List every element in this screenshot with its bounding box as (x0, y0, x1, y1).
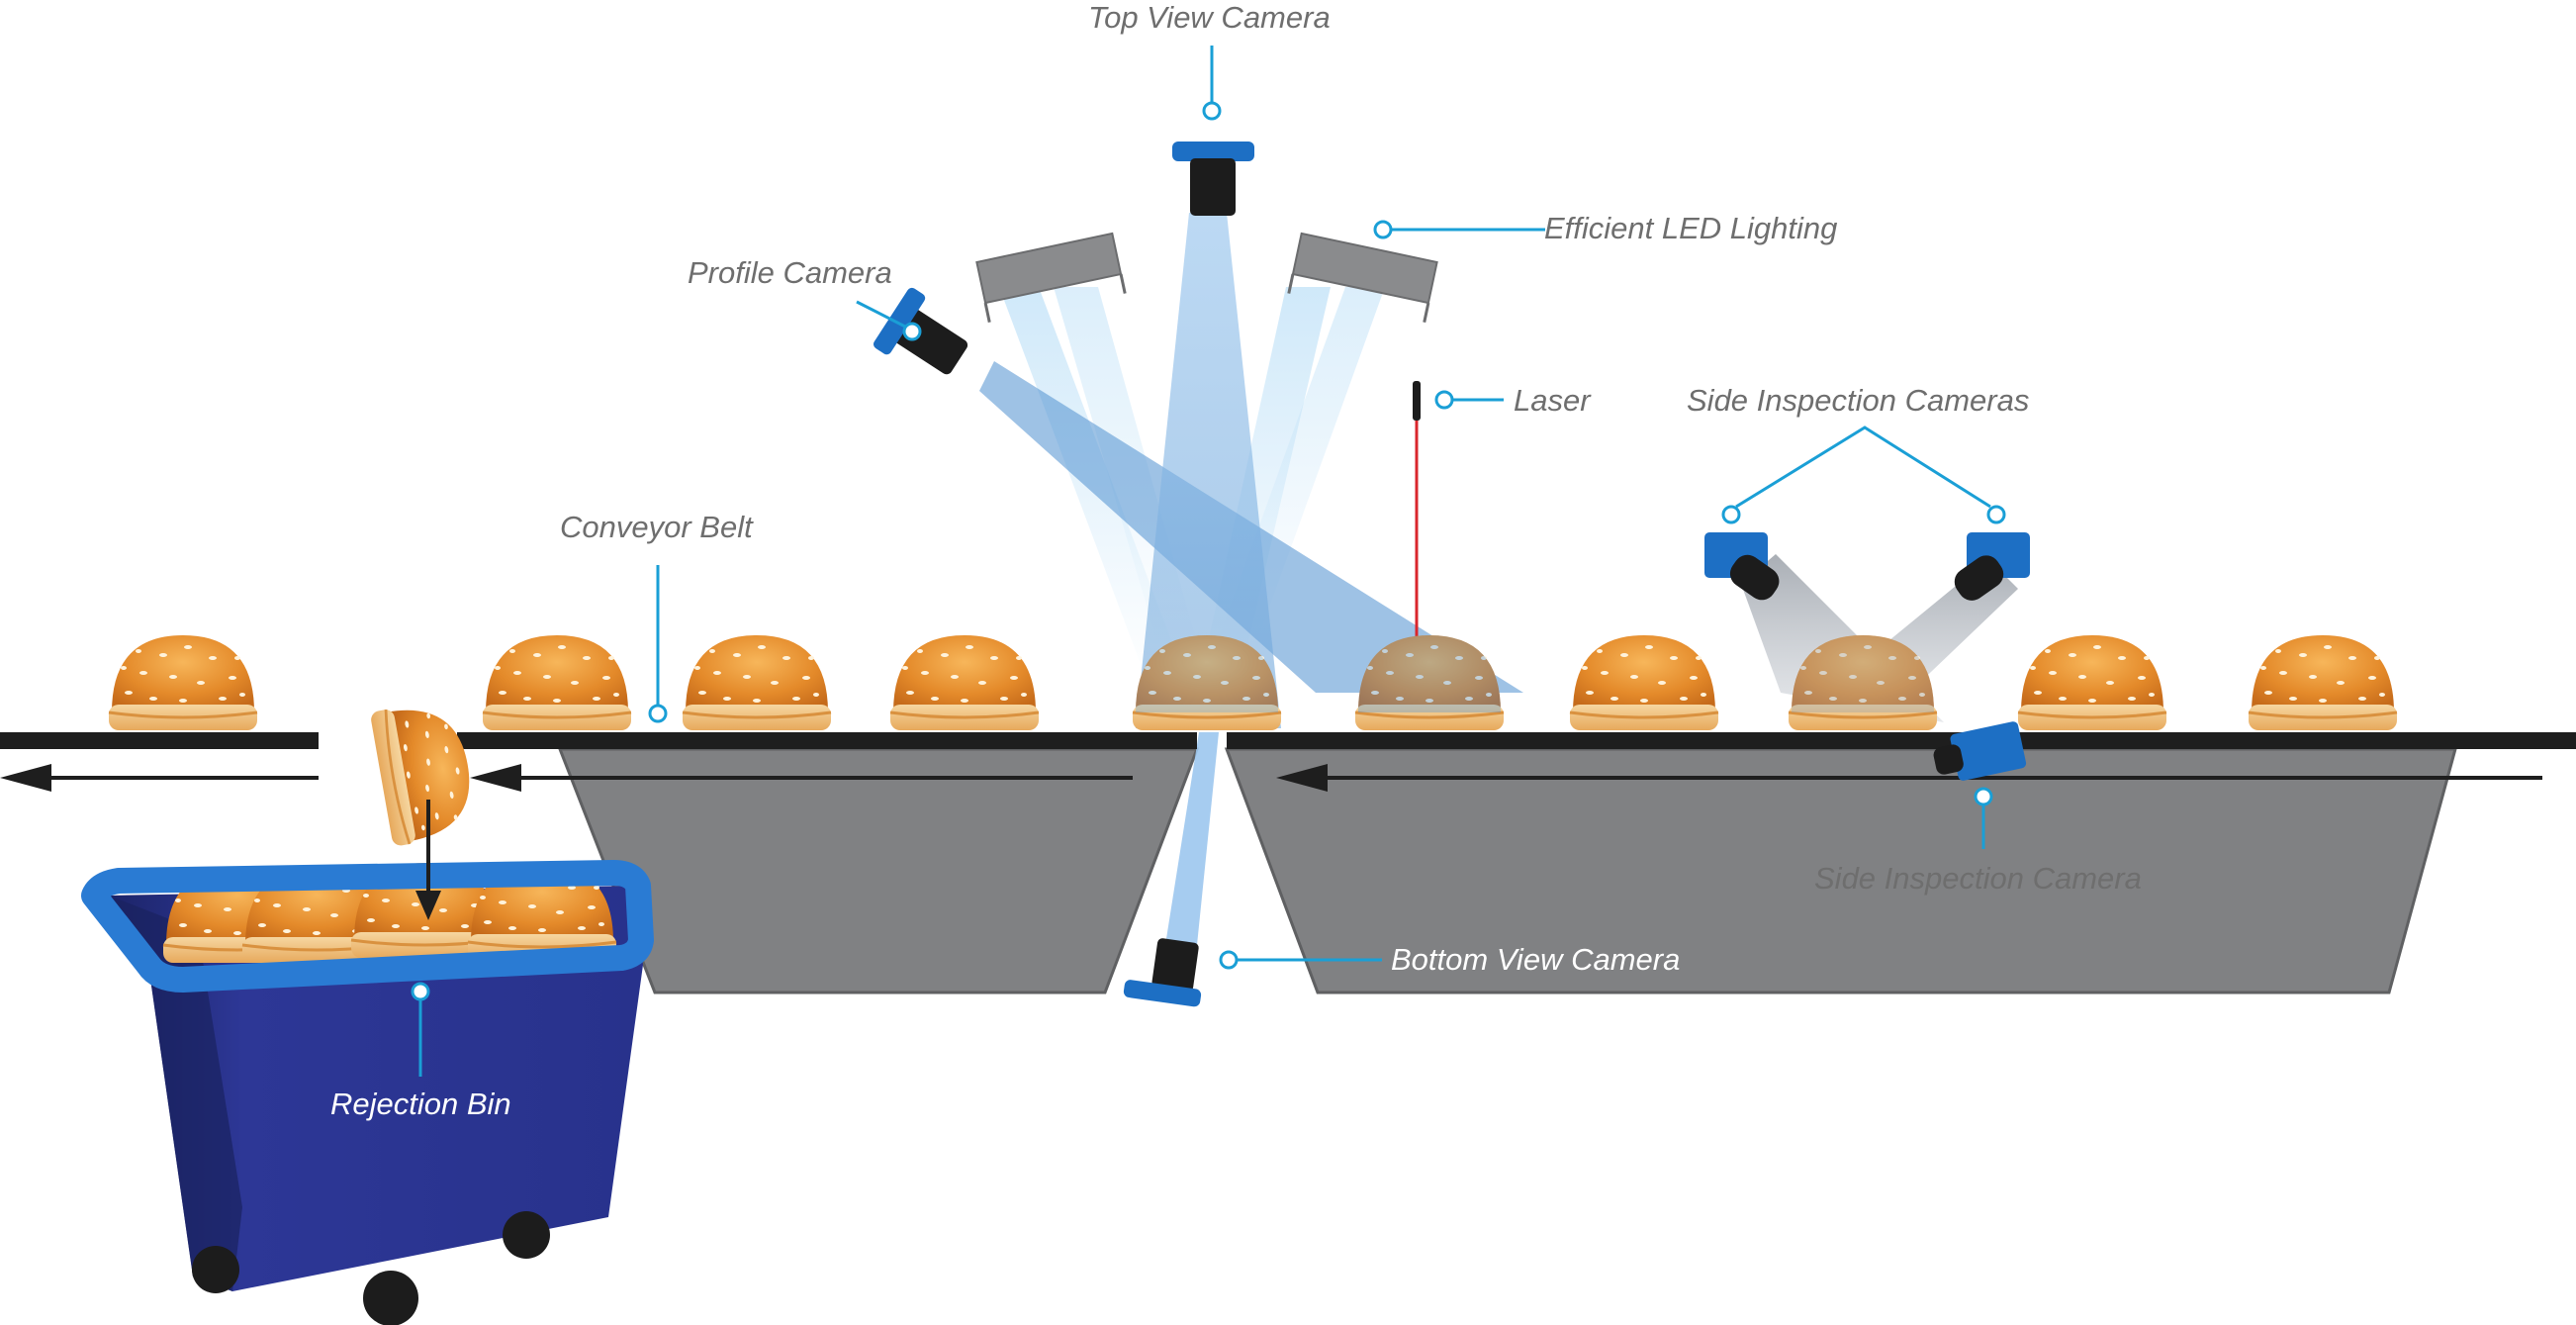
laser-icon (1413, 381, 1421, 658)
bottom-camera-icon (1123, 938, 1202, 1007)
conveyor-belt-main-segment (457, 732, 1197, 749)
bun-icon (107, 633, 259, 732)
label-profile-camera: Profile Camera (688, 255, 892, 290)
label-bottom-view-camera: Bottom View Camera (1391, 942, 1681, 977)
side-camera-bottom-icon (1933, 721, 2027, 781)
callout-lines (411, 46, 2006, 1077)
led-light-icon (975, 232, 1127, 323)
bun-icon (481, 633, 633, 732)
conveyor-frame-left (557, 747, 1200, 994)
top-camera-beam (1136, 213, 1281, 728)
bun-icon (888, 633, 1041, 732)
direction-arrows (0, 764, 2542, 792)
label-laser: Laser (1514, 383, 1591, 418)
bun-icon (2247, 633, 2399, 732)
bun-icon (2016, 633, 2168, 732)
bun-icon (1568, 633, 1720, 732)
falling-bun (368, 696, 482, 849)
profile-camera-icon (874, 287, 968, 375)
side-camera-right-icon (1954, 532, 2030, 601)
rejection-bin-icon (81, 860, 654, 1325)
bottom-camera-beam (1165, 732, 1219, 945)
label-rejection-bin: Rejection Bin (330, 1087, 511, 1121)
bun-icon (681, 633, 833, 732)
conveyor-belt-right-segment (1227, 732, 2576, 749)
label-efficient-led-lighting: Efficient LED Lighting (1544, 211, 1838, 245)
top-camera-icon (1172, 142, 1254, 216)
side-camera-left-icon (1704, 532, 1780, 601)
label-top-view-camera: Top View Camera (1088, 0, 1331, 35)
conveyor-belt-left-segment (0, 732, 319, 749)
label-side-inspection-camera: Side Inspection Camera (1814, 861, 2142, 896)
label-conveyor-belt: Conveyor Belt (560, 510, 753, 544)
label-side-inspection-cameras: Side Inspection Cameras (1687, 383, 2030, 418)
reject-arrow (415, 800, 441, 920)
led-light-icon (1287, 232, 1438, 323)
